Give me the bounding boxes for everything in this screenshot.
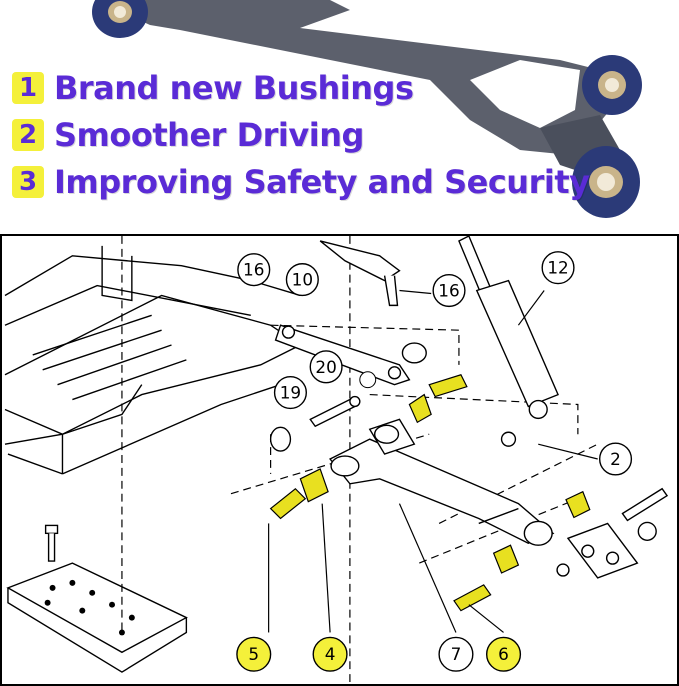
lower-control-arm (329, 418, 555, 546)
feature-item-1: 1 Brand new Bushings (12, 69, 414, 107)
nut-20 (359, 371, 377, 389)
plate-holes (44, 579, 135, 636)
feature-label: Smoother Driving (54, 116, 364, 154)
control-arm-photo (92, 0, 642, 218)
feature-label: Improving Safety and Security (54, 163, 590, 201)
bushing-lower (492, 544, 520, 574)
bushing-5 (269, 487, 307, 520)
callout-leaders (268, 289, 598, 633)
svg-text:16: 16 (243, 260, 264, 280)
callout-20: 20 (309, 350, 343, 384)
svg-text:4: 4 (325, 644, 336, 664)
feature-number-badge: 3 (12, 166, 44, 198)
callout-12: 12 (541, 251, 575, 285)
svg-text:16: 16 (438, 280, 459, 300)
product-photo-banner (0, 0, 679, 228)
callout-2: 2 (598, 442, 633, 476)
feature-number-badge: 2 (12, 119, 44, 151)
bolt-19 (309, 395, 361, 428)
svg-text:7: 7 (451, 644, 462, 664)
bushing-top-a (408, 393, 432, 424)
callout-16-right: 16 (432, 273, 466, 308)
callout-16-left: 16 (237, 253, 271, 287)
shock-absorber (458, 236, 559, 447)
bushing-outline (269, 342, 427, 452)
bushing-6 (453, 584, 492, 612)
svg-text:6: 6 (498, 644, 509, 664)
bushing-4 (299, 468, 329, 503)
svg-text:19: 19 (280, 383, 301, 403)
tie-rod-end (319, 240, 401, 307)
callout-6: 6 (485, 636, 522, 672)
svg-text:5: 5 (248, 644, 259, 664)
callout-10: 10 (285, 263, 319, 297)
callout-7: 7 (438, 636, 474, 672)
svg-text:10: 10 (292, 270, 313, 290)
bushing-right (565, 490, 591, 519)
mounting-bracket (556, 487, 669, 579)
feature-item-2: 2 Smoother Driving (12, 116, 364, 154)
callout-5: 5 (236, 636, 272, 672)
svg-text:12: 12 (547, 258, 568, 278)
feature-label: Brand new Bushings (54, 69, 414, 107)
feature-number-badge: 1 (12, 72, 44, 104)
link-plate (274, 324, 411, 386)
frame-drawing (4, 245, 302, 673)
callout-19: 19 (273, 376, 307, 410)
callout-4: 4 (312, 636, 348, 672)
bolt-vertical (44, 524, 59, 562)
svg-text:2: 2 (610, 449, 621, 469)
svg-text:20: 20 (315, 357, 336, 377)
exploded-parts-diagram: 16 10 16 12 20 19 2 5 (0, 234, 679, 686)
callouts: 16 10 16 12 20 19 2 5 (236, 251, 633, 672)
feature-item-3: 3 Improving Safety and Security (12, 163, 590, 201)
yellow-bushings (269, 374, 591, 612)
bushing-top-b (428, 374, 468, 398)
